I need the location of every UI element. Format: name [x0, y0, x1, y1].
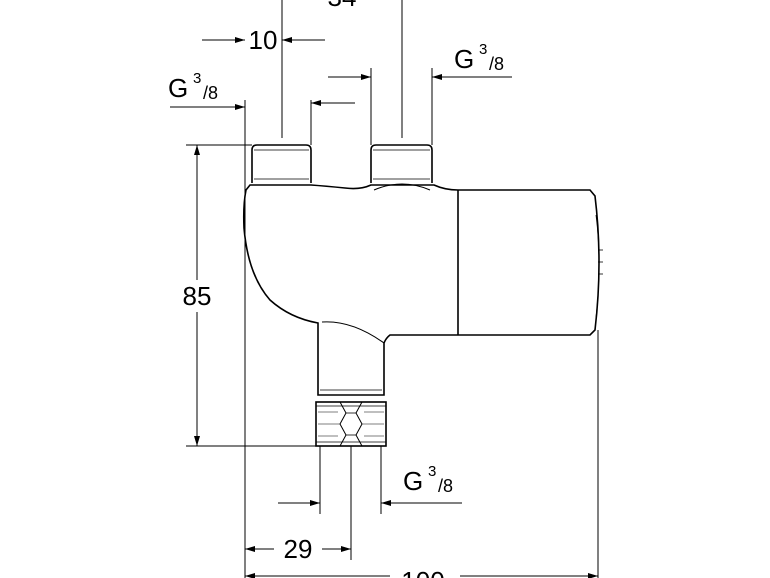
dimension-lines [170, 37, 598, 578]
svg-text:/8: /8 [203, 83, 218, 103]
valve-body [242, 144, 603, 447]
svg-text:G: G [454, 44, 474, 74]
thread-label-bottom: G 3 /8 [403, 463, 453, 496]
outlet-hex-nut [315, 401, 387, 447]
thread-label-left: G 3 /8 [168, 70, 218, 103]
extension-lines [186, 0, 599, 578]
housing-outline [242, 184, 600, 396]
svg-text:3: 3 [193, 70, 201, 87]
dim-10-label: 10 [249, 25, 278, 55]
svg-text:/8: /8 [438, 476, 453, 496]
thread-label-right: G 3 /8 [454, 41, 504, 74]
svg-text:3: 3 [428, 463, 436, 480]
svg-text:G: G [403, 466, 423, 496]
dim-34-label: 34 [328, 0, 357, 12]
right-inlet-nipple [370, 144, 433, 183]
svg-text:/8: /8 [489, 54, 504, 74]
dim-29-label: 29 [284, 534, 313, 564]
dim-85-label: 85 [183, 281, 212, 311]
dim-100-label: 100 [401, 566, 444, 578]
svg-text:G: G [168, 73, 188, 103]
svg-text:3: 3 [479, 41, 487, 58]
left-inlet-nipple [251, 144, 312, 183]
